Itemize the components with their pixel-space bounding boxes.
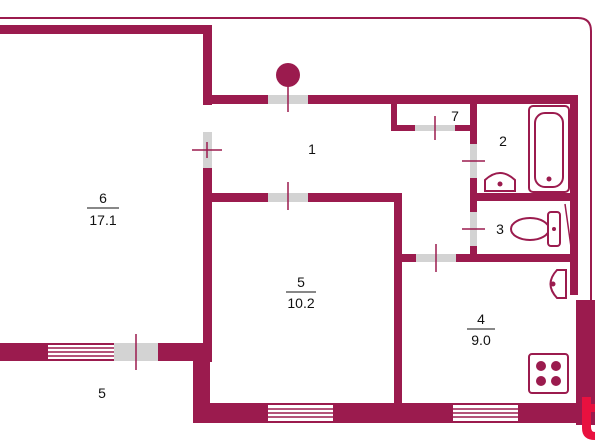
toilet-icon [510, 211, 561, 247]
room-6-label: 6 17.1 [87, 190, 119, 228]
room-2-number: 2 [499, 133, 507, 149]
logo [582, 397, 595, 440]
entrance-marker-icon [276, 63, 300, 87]
door-room-3 [462, 212, 485, 246]
balcony-number: 5 [98, 385, 106, 401]
washbasin-icon [484, 172, 516, 192]
room-1-number: 1 [308, 141, 316, 157]
room-6-number: 6 [99, 190, 107, 206]
toilet-partition [564, 203, 573, 255]
window-room-6 [48, 345, 114, 359]
door-room-6 [192, 132, 222, 168]
door-entrance [268, 86, 308, 112]
room-4-area: 9.0 [471, 332, 491, 348]
outer-boundary [0, 17, 592, 305]
stove-icon [528, 353, 569, 394]
window-room-5 [268, 405, 333, 421]
door-room-2 [462, 144, 485, 178]
room-5-area: 10.2 [287, 295, 314, 311]
room-5-number: 5 [297, 274, 305, 290]
room-4-number: 4 [477, 311, 485, 327]
door-room-7 [415, 116, 455, 140]
room-7-number: 7 [451, 108, 459, 124]
window-room-4 [453, 405, 518, 421]
bathtub-icon [528, 105, 570, 193]
room-6-area: 17.1 [89, 212, 116, 228]
room-4-label: 4 9.0 [467, 311, 495, 348]
door-room-4 [416, 244, 456, 272]
room-5-label: 5 10.2 [286, 274, 316, 311]
sink-icon [549, 269, 567, 299]
room-3-number: 3 [496, 221, 504, 237]
door-room-5 [268, 182, 308, 210]
door-balcony [114, 334, 158, 370]
